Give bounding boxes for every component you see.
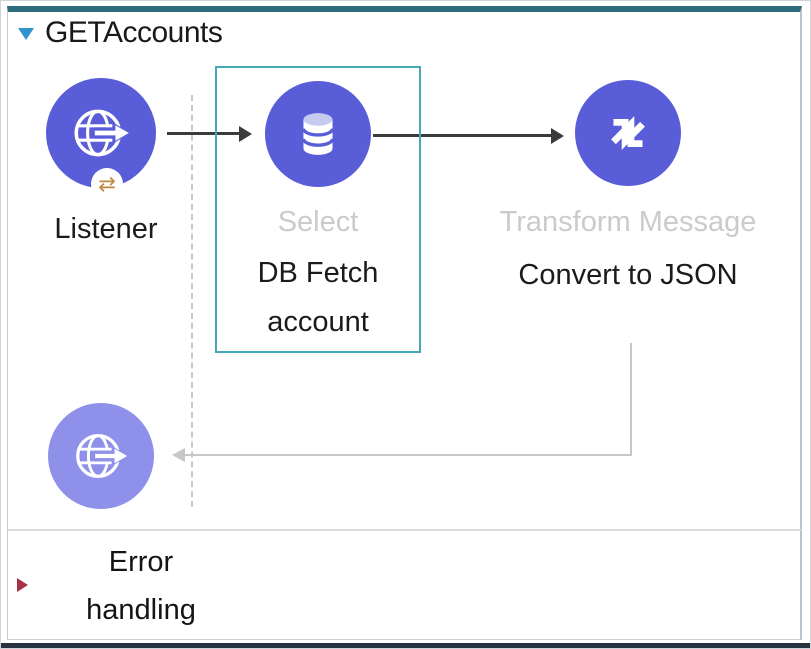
db-select-type-label: Select bbox=[277, 206, 359, 238]
return-path-horizontal-line bbox=[183, 454, 632, 456]
http-response-globe-icon bbox=[69, 424, 133, 488]
connector-select-to-transform bbox=[373, 134, 551, 137]
return-path-arrowhead-icon bbox=[172, 448, 185, 462]
transform-node-label: Convert to JSON bbox=[518, 259, 738, 291]
error-handling-label[interactable]: Error handling bbox=[86, 546, 196, 626]
connector-listener-to-select bbox=[167, 132, 239, 135]
connector-arrowhead-icon bbox=[239, 126, 252, 142]
db-select-node[interactable] bbox=[265, 81, 371, 187]
bottom-frame-bar bbox=[1, 643, 810, 648]
listener-node-label: Listener bbox=[54, 213, 158, 245]
http-listener-globe-icon bbox=[67, 99, 135, 167]
return-path-vertical-line bbox=[630, 343, 632, 455]
error-section-divider bbox=[8, 529, 801, 531]
flow-title: GETAccounts bbox=[45, 16, 223, 49]
connector-arrowhead-icon bbox=[551, 128, 564, 144]
transform-type-label: Transform Message bbox=[499, 206, 757, 238]
database-icon bbox=[287, 103, 349, 165]
message-exchange-badge-icon: ⇄ bbox=[91, 168, 123, 200]
source-divider-dashed-line bbox=[191, 95, 193, 507]
dataweave-icon bbox=[597, 102, 659, 164]
collapse-flow-icon[interactable] bbox=[18, 28, 34, 40]
expand-error-handling-icon[interactable] bbox=[17, 578, 28, 592]
exchange-glyph: ⇄ bbox=[98, 172, 116, 196]
db-select-node-label: DB Fetch account bbox=[257, 257, 379, 338]
http-response-node[interactable] bbox=[48, 403, 154, 509]
selected-node-outline bbox=[215, 66, 421, 353]
transform-message-node[interactable] bbox=[575, 80, 681, 186]
